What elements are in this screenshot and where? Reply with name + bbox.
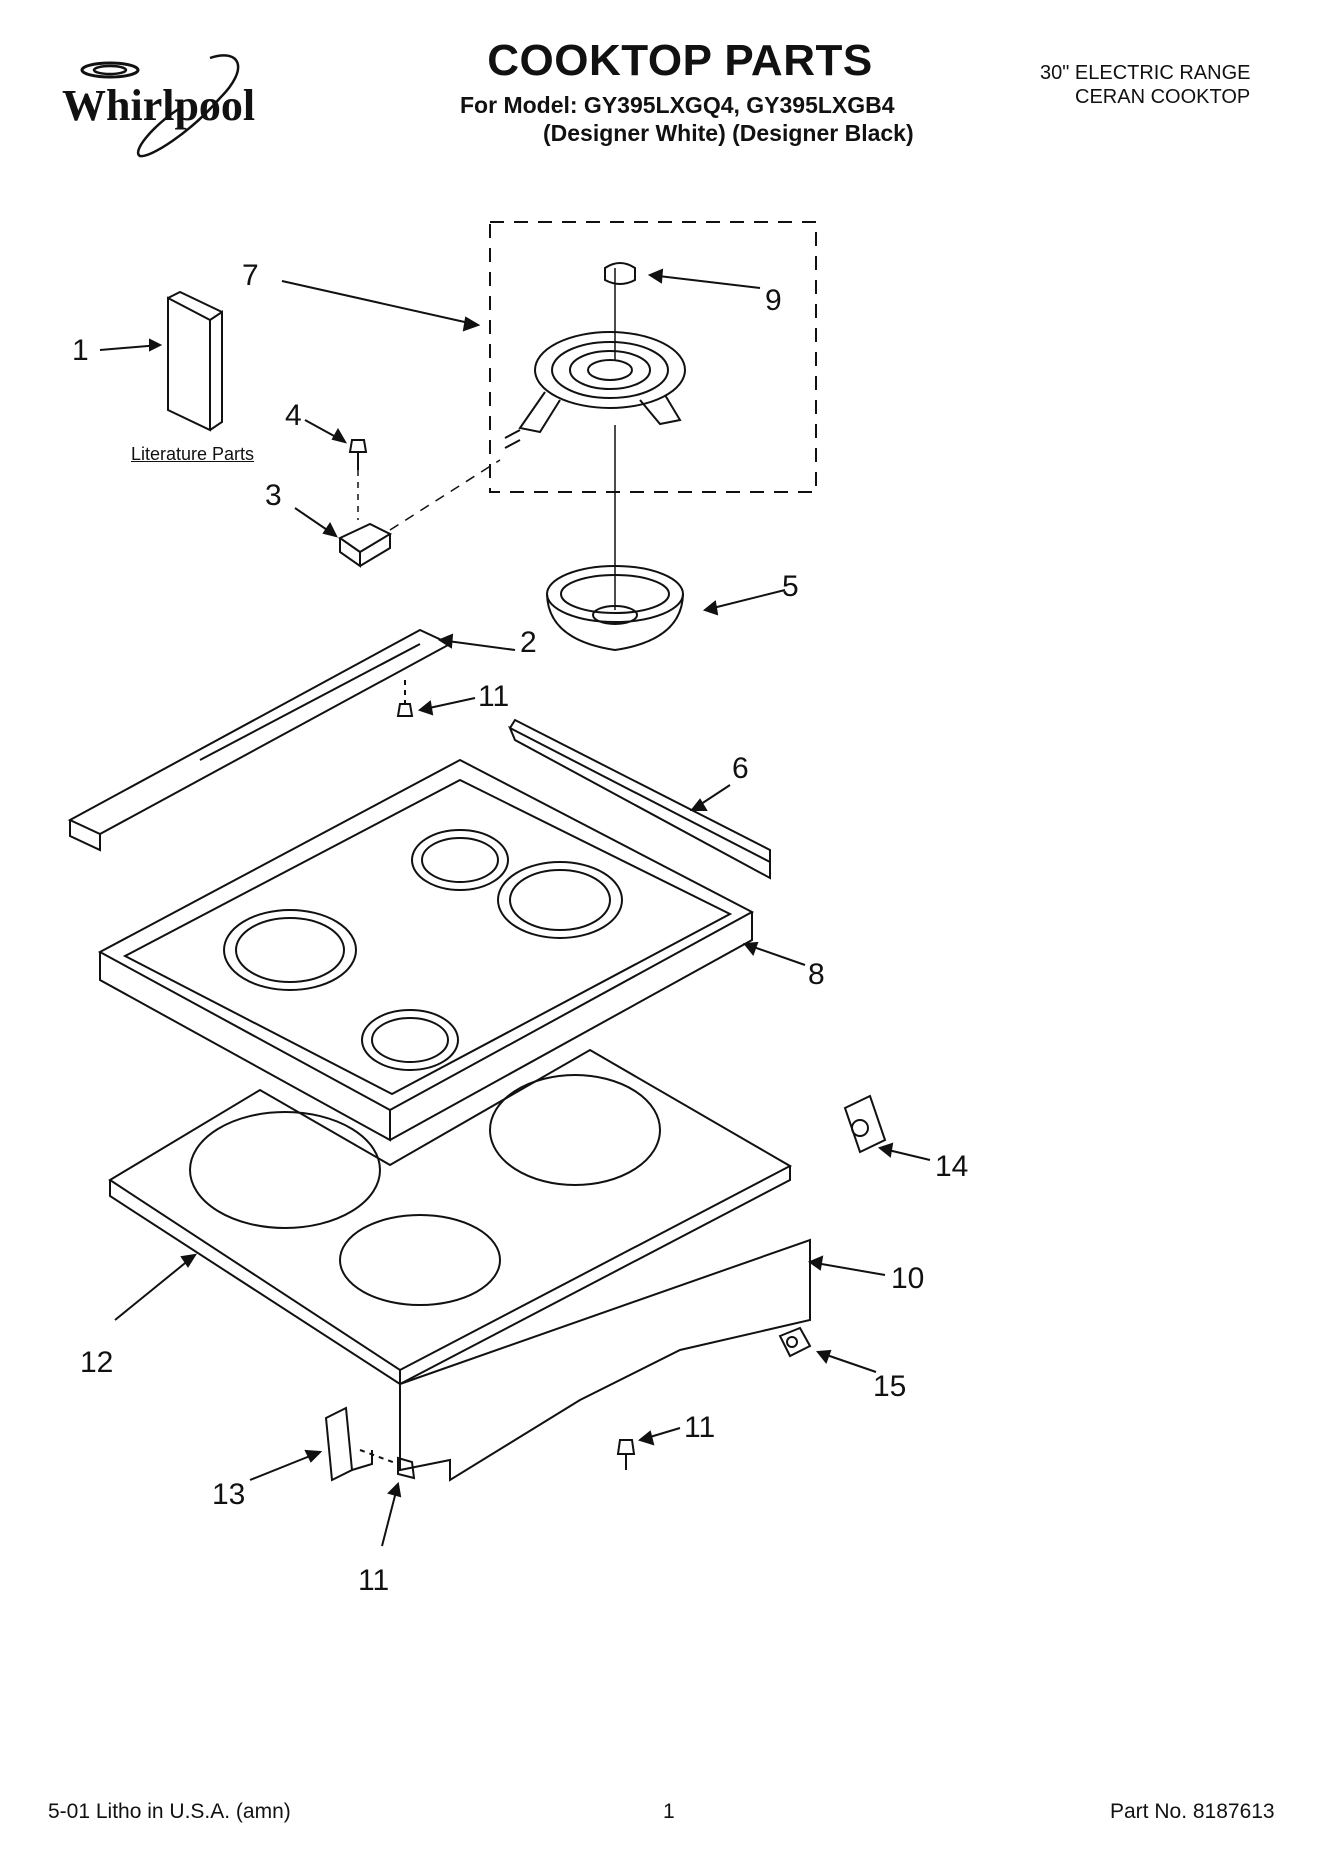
callout-2: 2	[520, 626, 537, 659]
color-variants: (Designer White) (Designer Black)	[543, 120, 914, 146]
callout-6: 6	[732, 752, 749, 785]
drip-bowl-part	[546, 565, 684, 652]
cooktop-type: CERAN COOKTOP	[1075, 86, 1251, 108]
brand-wordmark: Whirlpool	[62, 81, 256, 130]
callout-5: 5	[782, 570, 799, 603]
callout-11-top: 11	[478, 680, 509, 713]
side-bracket-part	[508, 718, 771, 880]
product-type: 30" ELECTRIC RANGE	[1040, 62, 1251, 84]
literature-booklet-part	[167, 290, 223, 432]
surface-element-part	[504, 331, 686, 449]
callout-9: 9	[765, 284, 782, 317]
cooktop-main-top-part	[97, 758, 755, 1142]
callout-12: 12	[80, 1346, 113, 1379]
callout-14: 14	[935, 1150, 968, 1183]
callout-7: 7	[242, 259, 259, 292]
element-cap-part	[604, 262, 636, 285]
screw-part-4	[348, 439, 368, 470]
switch-part-14	[843, 1094, 887, 1154]
screw-part-11-bracket	[359, 1449, 416, 1480]
literature-parts-label: Literature Parts	[131, 444, 255, 464]
callout-8: 8	[808, 958, 825, 991]
callout-11-bracket: 11	[358, 1564, 389, 1597]
element-assembly-box	[489, 221, 817, 493]
callout-13: 13	[212, 1478, 245, 1511]
rear-bracket-part	[67, 628, 453, 852]
front-panel-part	[399, 1238, 811, 1482]
model-line: For Model: GY395LXGQ4, GY395LXGB4	[460, 92, 895, 118]
callout-3: 3	[265, 479, 282, 512]
callout-15: 15	[873, 1370, 906, 1403]
screw-part-11-top	[396, 680, 414, 717]
callout-1: 1	[72, 334, 89, 367]
screw-part-11-bottom	[616, 1439, 636, 1470]
burner-box-part	[108, 1048, 793, 1386]
page-title: COOKTOP PARTS	[487, 36, 873, 85]
callout-4: 4	[285, 399, 302, 432]
callout-10: 10	[891, 1262, 924, 1295]
page-number: 1	[663, 1800, 675, 1823]
mounting-bracket-part	[324, 1406, 373, 1482]
part-number: Part No. 8187613	[1110, 1800, 1275, 1823]
socket-part-15	[778, 1326, 812, 1358]
callout-11-bottom: 11	[684, 1411, 715, 1444]
whirlpool-swirl-logo	[80, 54, 240, 158]
terminal-block-part	[338, 522, 393, 568]
footer-print-info: 5-01 Litho in U.S.A. (amn)	[48, 1800, 291, 1823]
